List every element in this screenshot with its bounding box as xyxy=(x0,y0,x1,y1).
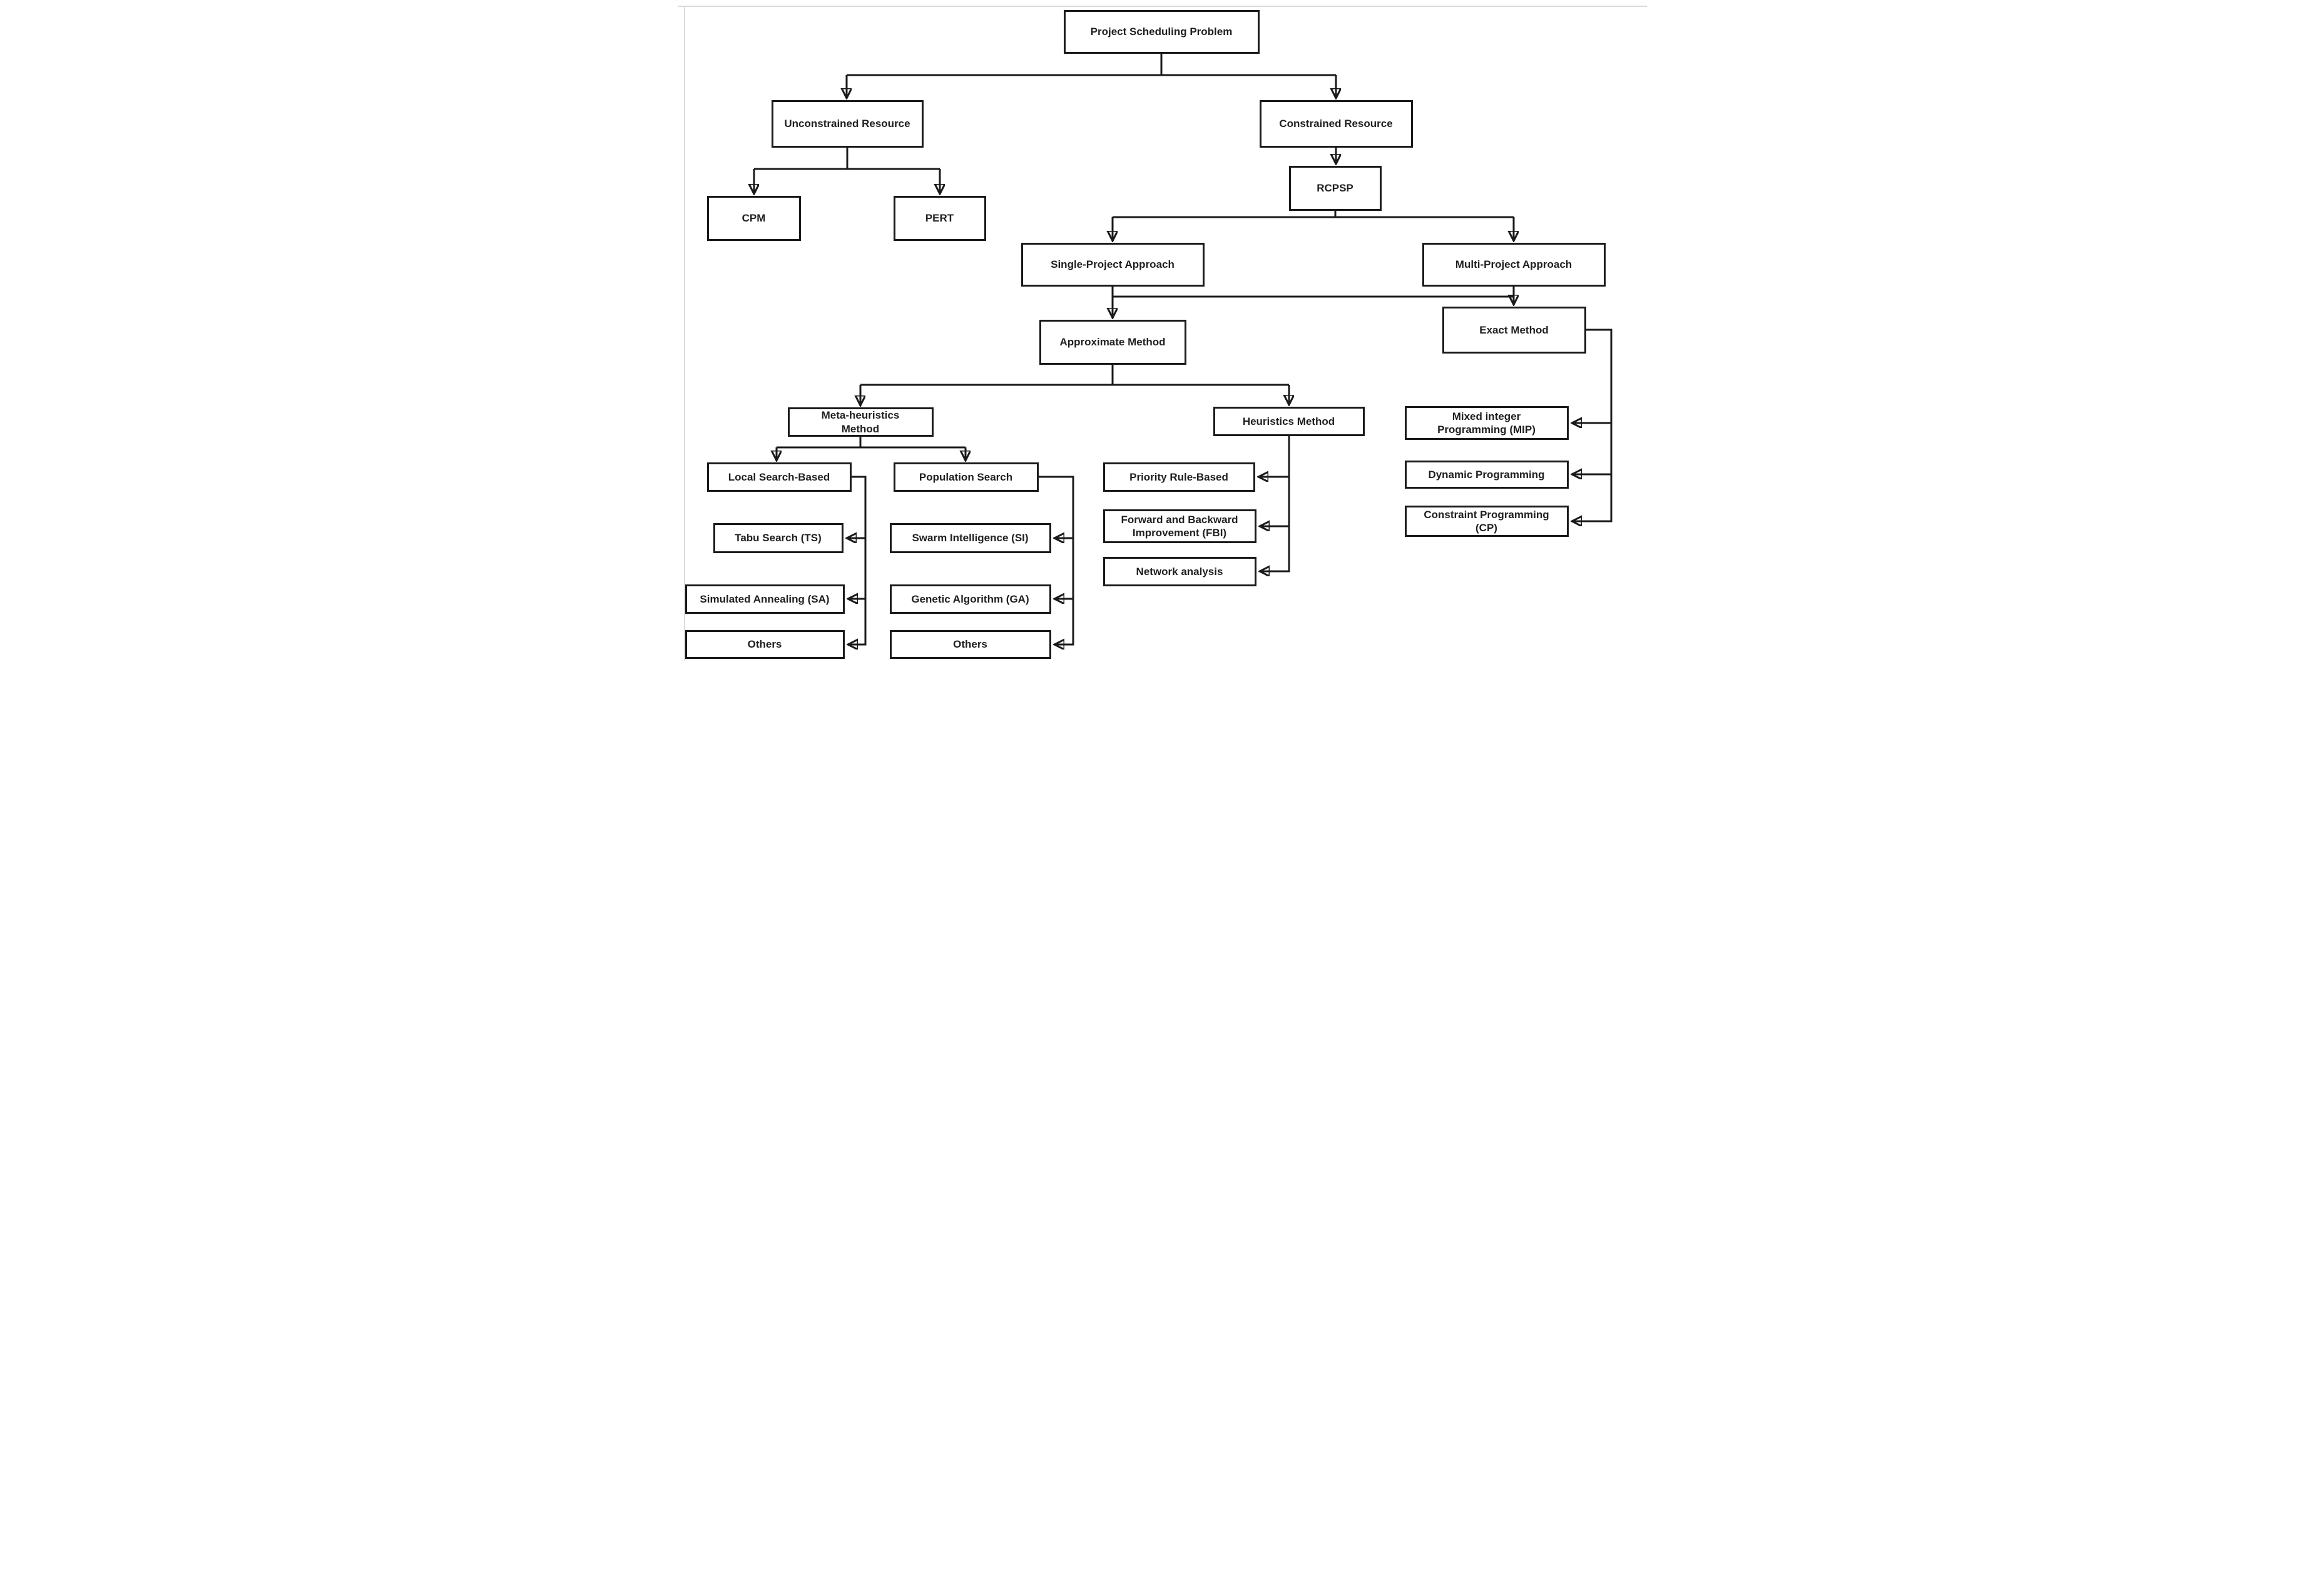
node-unconstrained-resource-label: Unconstrained Resource xyxy=(784,118,910,130)
node-simulated-annealing: Simulated Annealing (SA) xyxy=(685,584,845,614)
node-forward-backward-improvement-label: Forward and Backward Improvement (FBI) xyxy=(1121,513,1238,539)
node-swarm-intelligence: Swarm Intelligence (SI) xyxy=(889,523,1051,553)
node-tabu-search-label: Tabu Search (TS) xyxy=(735,532,822,544)
node-project-scheduling-problem: Project Scheduling Problem xyxy=(1063,10,1260,54)
node-approximate-method: Approximate Method xyxy=(1039,320,1186,365)
node-single-project-approach-label: Single-Project Approach xyxy=(1051,258,1175,271)
node-network-analysis-label: Network analysis xyxy=(1136,565,1223,578)
node-local-search-based-label: Local Search-Based xyxy=(728,471,830,483)
node-genetic-algorithm-label: Genetic Algorithm (GA) xyxy=(911,593,1029,605)
node-network-analysis: Network analysis xyxy=(1103,557,1256,586)
node-heuristics-method: Heuristics Method xyxy=(1213,407,1365,436)
node-heuristics-method-label: Heuristics Method xyxy=(1242,415,1335,427)
node-constraint-programming-label: Constraint Programming (CP) xyxy=(1424,508,1549,534)
edge-approx-split xyxy=(860,365,1289,386)
node-single-project-approach: Single-Project Approach xyxy=(1021,243,1205,287)
edge-exact-trunk xyxy=(1572,329,1612,521)
node-constrained-resource-label: Constrained Resource xyxy=(1279,118,1393,130)
edge-pop-trunk xyxy=(1038,476,1074,645)
connector-lines xyxy=(678,54,1612,666)
node-approximate-method-label: Approximate Method xyxy=(1059,336,1166,349)
node-meta-heuristics-method-label: Meta-heuristics Method xyxy=(821,409,900,435)
node-simulated-annealing-label: Simulated Annealing (SA) xyxy=(700,593,830,605)
frame-left-line xyxy=(683,6,685,661)
node-exact-method: Exact Method xyxy=(1442,307,1586,354)
node-pert: PERT xyxy=(893,196,986,241)
node-multi-project-approach-label: Multi-Project Approach xyxy=(1455,258,1572,271)
edge-rcpsp-split xyxy=(1112,211,1514,218)
node-population-search-label: Population Search xyxy=(919,471,1013,483)
node-unconstrained-resource: Unconstrained Resource xyxy=(771,100,924,148)
edge-local-trunk xyxy=(848,476,866,645)
node-tabu-search: Tabu Search (TS) xyxy=(713,523,843,553)
node-swarm-intelligence-label: Swarm Intelligence (SI) xyxy=(912,532,1029,544)
node-mixed-integer-programming: Mixed integer Programming (MIP) xyxy=(1404,406,1569,440)
node-local-search-based: Local Search-Based xyxy=(706,462,852,492)
edge-unconstrained-split xyxy=(753,148,940,170)
node-rcpsp: RCPSP xyxy=(1288,166,1382,211)
node-constraint-programming: Constraint Programming (CP) xyxy=(1404,506,1569,537)
node-others-local: Others xyxy=(685,630,845,659)
node-rcpsp-label: RCPSP xyxy=(1317,182,1353,195)
node-priority-rule-based-label: Priority Rule-Based xyxy=(1129,471,1228,483)
node-population-search: Population Search xyxy=(893,462,1039,492)
node-exact-method-label: Exact Method xyxy=(1479,324,1549,336)
edge-psp-split xyxy=(846,54,1336,76)
node-others-population-label: Others xyxy=(953,638,987,651)
flowchart-canvas: Project Scheduling Problem Unconstrained… xyxy=(677,0,1647,666)
node-cpm: CPM xyxy=(706,196,801,241)
edge-heur-trunk xyxy=(1260,436,1290,571)
node-mixed-integer-programming-label: Mixed integer Programming (MIP) xyxy=(1437,410,1536,436)
node-project-scheduling-problem-label: Project Scheduling Problem xyxy=(1090,26,1233,38)
node-pert-label: PERT xyxy=(925,212,954,225)
node-cpm-label: CPM xyxy=(742,212,766,225)
node-others-local-label: Others xyxy=(747,638,782,651)
connectors-group xyxy=(753,54,1612,645)
node-others-population: Others xyxy=(889,630,1051,659)
frame-top-line xyxy=(677,6,1647,7)
node-multi-project-approach: Multi-Project Approach xyxy=(1422,243,1606,287)
node-forward-backward-improvement: Forward and Backward Improvement (FBI) xyxy=(1103,509,1256,543)
node-constrained-resource: Constrained Resource xyxy=(1259,100,1413,148)
edge-meta-split xyxy=(776,437,966,449)
node-meta-heuristics-method: Meta-heuristics Method xyxy=(787,407,934,437)
node-dynamic-programming: Dynamic Programming xyxy=(1404,461,1569,489)
node-dynamic-programming-label: Dynamic Programming xyxy=(1428,468,1545,481)
node-genetic-algorithm: Genetic Algorithm (GA) xyxy=(889,584,1051,614)
node-priority-rule-based: Priority Rule-Based xyxy=(1103,462,1255,492)
